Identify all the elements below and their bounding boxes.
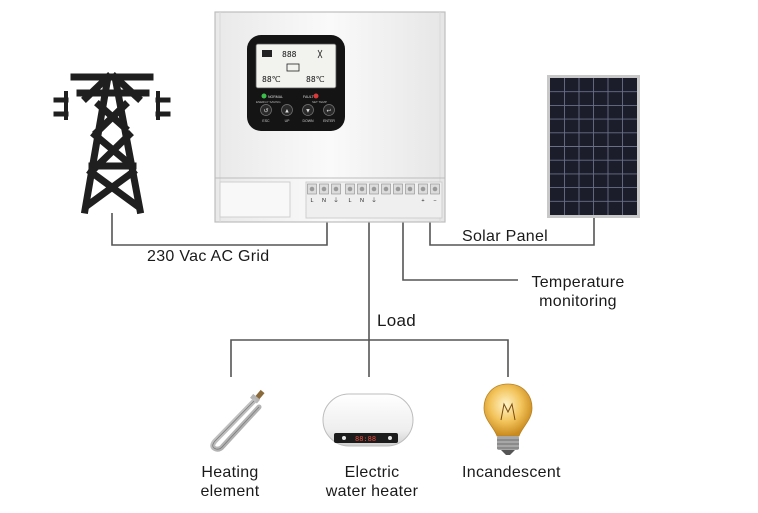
water-heater-label: Electric water heater bbox=[312, 463, 432, 501]
grid-label: 230 Vac AC Grid bbox=[147, 248, 270, 265]
panel-button-label: ESC bbox=[262, 119, 270, 123]
temperature-label: Temperature monitoring bbox=[520, 273, 636, 311]
terminal-mark: − bbox=[433, 198, 436, 204]
heater-display: 88:88 bbox=[355, 435, 376, 443]
panel-button-down[interactable]: ▼ DOWN bbox=[302, 104, 314, 124]
grid-line bbox=[111, 213, 328, 246]
panel-button-label: UP bbox=[285, 119, 291, 123]
panel-button-enter[interactable]: ↵ ENTER bbox=[323, 104, 335, 124]
lcd-top-value: 888 bbox=[282, 50, 297, 59]
temperature-line bbox=[402, 222, 518, 281]
load-label: Load bbox=[377, 311, 417, 330]
connection-lines bbox=[111, 213, 595, 377]
water-heater-label-line1: Electric bbox=[344, 464, 400, 481]
panel-button-glyph-icon: ▲ bbox=[284, 109, 290, 115]
lcd-screen bbox=[255, 43, 337, 89]
solar-line bbox=[429, 218, 595, 246]
fault-led bbox=[313, 93, 319, 99]
terminal-mark: ⏚ bbox=[371, 197, 377, 204]
terminal-mark: N bbox=[322, 198, 326, 204]
panel-button-esc[interactable]: ↺ ESC bbox=[260, 104, 272, 124]
terminal-mark: L bbox=[348, 198, 351, 204]
heating-label-line1: Heating bbox=[201, 464, 259, 481]
panel-right-caption: SET TEMP bbox=[312, 100, 327, 104]
lcd-right-temp: 88℃ bbox=[306, 75, 325, 84]
heating-element-icon bbox=[210, 389, 265, 452]
temperature-label-line2: monitoring bbox=[539, 293, 617, 310]
panel-left-caption: ENERGY SAVING bbox=[256, 100, 281, 104]
normal-led bbox=[261, 93, 267, 99]
led-fault-label: FAULT bbox=[303, 95, 314, 99]
water-heater-label-line2: water heater bbox=[325, 483, 419, 500]
panel-button-label: ENTER bbox=[323, 119, 335, 123]
panel-button-glyph-icon: ↺ bbox=[263, 109, 268, 115]
panel-button-label: DOWN bbox=[302, 119, 314, 123]
solar-panel-icon bbox=[547, 75, 640, 218]
terminal-mark: L bbox=[310, 198, 313, 204]
panel-button-glyph-icon: ▼ bbox=[305, 109, 311, 115]
incandescent-label: Incandescent bbox=[462, 464, 561, 481]
solar-label: Solar Panel bbox=[462, 228, 549, 245]
light-bulb-icon bbox=[483, 383, 533, 455]
transmission-tower-icon bbox=[53, 72, 171, 215]
terminal-mark: N bbox=[360, 198, 364, 204]
water-heater-icon: 88:88 bbox=[322, 393, 414, 447]
heating-label: Heating element bbox=[190, 463, 270, 501]
temperature-label-line1: Temperature bbox=[531, 274, 625, 291]
load-bus bbox=[230, 339, 509, 377]
panel-button-up[interactable]: ▲ UP bbox=[281, 104, 293, 124]
controller-device: 888 88℃ 88℃ NORMAL FAULT ENERGY SAVING S… bbox=[214, 11, 446, 223]
terminal-mark: ⏚ bbox=[333, 197, 339, 204]
heating-label-line2: element bbox=[200, 483, 260, 500]
lcd-left-temp: 88℃ bbox=[262, 75, 281, 84]
led-normal-label: NORMAL bbox=[268, 95, 283, 99]
terminal-mark: + bbox=[421, 198, 424, 204]
panel-button-glyph-icon: ↵ bbox=[326, 109, 331, 115]
